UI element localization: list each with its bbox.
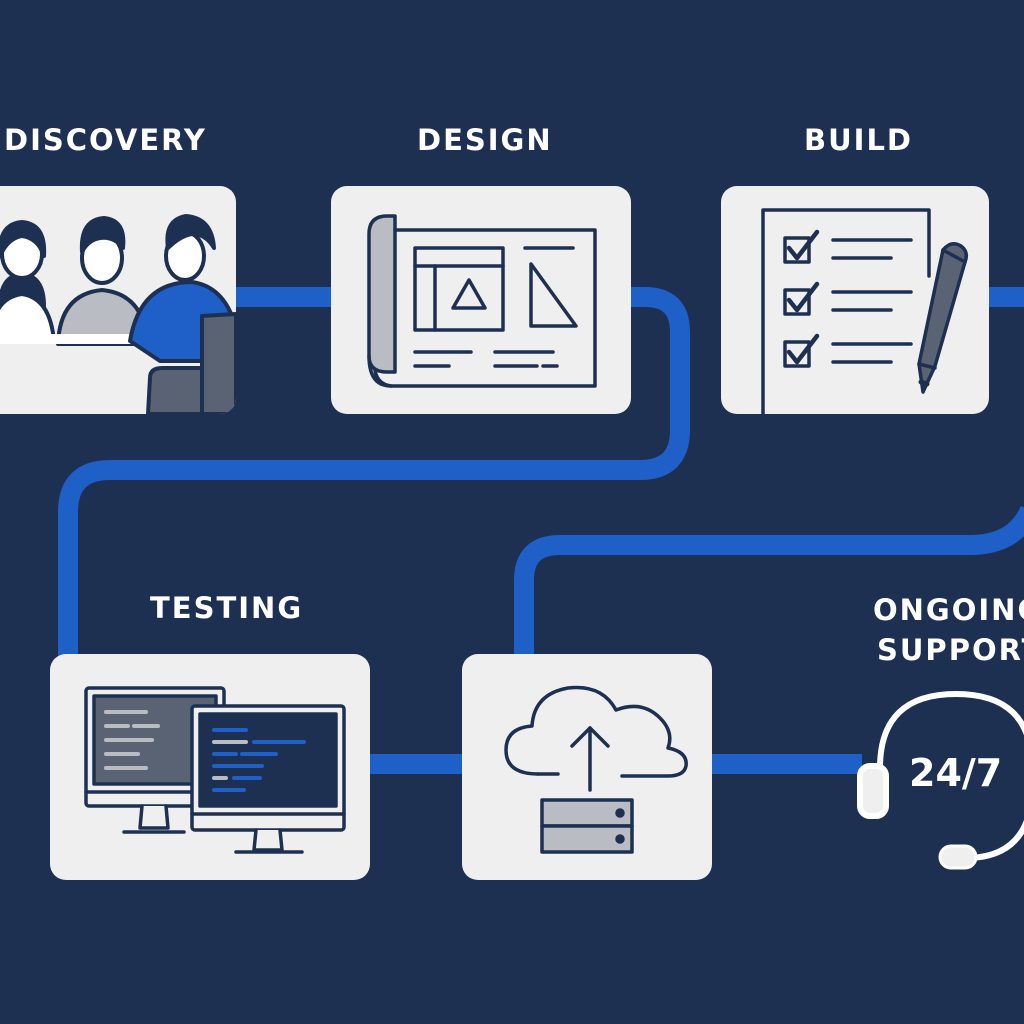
connector-build-deploy: [514, 505, 1024, 662]
step-card-testing: [50, 654, 370, 880]
step-card-deploy: [462, 654, 712, 880]
blueprint-icon: [367, 214, 597, 388]
step-label-build: BUILD: [804, 123, 913, 157]
cloud-upload-server-icon: [504, 685, 688, 854]
step-label-discovery: DISCOVERY: [4, 123, 207, 157]
step-card-discovery: [0, 186, 236, 414]
step-label-testing: TESTING: [150, 591, 304, 625]
headset-icon: [857, 691, 1024, 870]
checklist-icon: [761, 208, 969, 414]
code-monitors-icon: [84, 686, 346, 854]
support-hours-badge: 24/7: [909, 751, 1003, 795]
step-label-design: DESIGN: [417, 123, 553, 157]
step-card-build: [721, 186, 989, 414]
step-label-ongoing: ONGOING: [873, 593, 1024, 627]
connector-design-testing: [58, 287, 690, 662]
step-card-design: [331, 186, 631, 414]
step-label-support: SUPPORT: [877, 633, 1024, 667]
team-meeting-icon: [0, 214, 236, 414]
